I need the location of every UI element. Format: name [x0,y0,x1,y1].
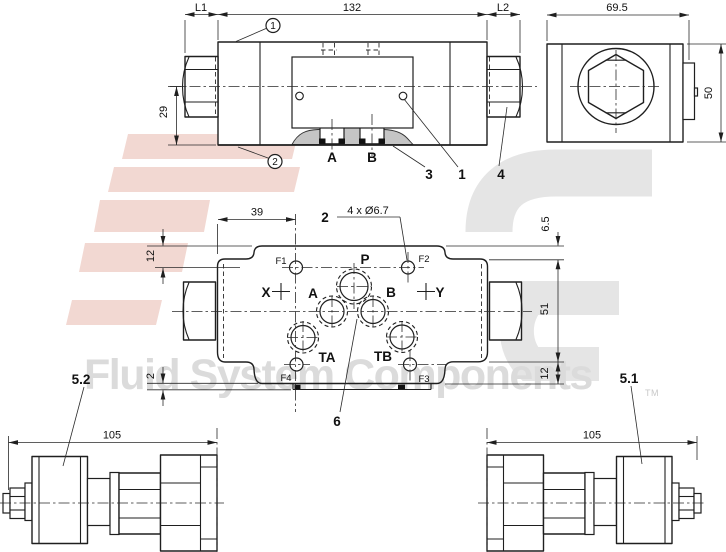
hidden-plug-lines [321,43,381,57]
port-tb-label: TB [374,349,392,364]
dim-l2-text: L2 [497,2,509,14]
front-dim-extensions [168,20,521,146]
logo-letter-s [465,149,652,234]
balloon-2 [267,153,283,170]
port-y-label: Y [435,285,444,300]
face-view: 39 12 2 6.5 51 12 4 x Ø6.7 2 6 P A B TA … [145,205,564,429]
side-tab-pin [693,87,699,97]
face-left-nut [182,281,217,341]
dim-105-left-text: 105 [103,430,121,442]
logo-stripe [66,300,162,325]
seal-mark [338,138,345,144]
dim-12-top-text: 12 [145,250,157,262]
svg-text:2: 2 [272,157,278,168]
adjuster-left: 105 5.2 [0,372,224,552]
logo-stripe [94,200,210,232]
dim-12-bottom-text: 12 [539,367,551,379]
port-b-label: B [386,285,396,300]
face-centerlines [172,214,532,412]
port-x-label: X [261,285,270,300]
nameplate-hole [398,91,408,101]
gasket-plate [292,383,432,391]
adjust-knob [615,455,673,545]
adjust-knob [31,455,89,545]
hole-f2-label: F2 [418,254,429,265]
callout-3: 3 [425,167,433,182]
dim-132-text: 132 [343,2,361,14]
seal-mark [359,138,366,144]
valve-end-hex [159,454,218,552]
port-p-label: P [360,252,369,267]
holes-note: 4 x Ø6.7 [347,205,389,217]
watermark-text: Fluid System Components [84,351,592,399]
dim-105-right-text: 105 [583,430,601,442]
seal-mark [319,138,326,144]
dim-39-text: 39 [251,207,263,219]
dim-6-5-text: 6.5 [540,216,552,231]
hole-f1-label: F1 [275,256,286,267]
side-tab [682,62,696,121]
callout-2: 2 [321,210,329,225]
nameplate [291,56,414,129]
front-view: L1 132 L2 29 1 2 A B 3 1 4 [158,2,537,182]
dim-50-text: 50 [703,87,715,99]
watermark-tm: TM [645,388,659,398]
xy-crosses [272,283,435,300]
dim-l1-text: L1 [195,2,207,14]
balloon-1 [265,17,281,34]
port-a-label: A [308,286,318,301]
dim-51-text: 51 [539,303,551,315]
nameplate-hole [295,91,304,101]
dim-69-5-text: 69.5 [606,2,627,14]
lock-nut [118,472,162,535]
callout-5-2: 5.2 [72,372,91,387]
callout-4: 4 [497,167,505,182]
callout-1: 1 [458,167,466,182]
front-port-b-label: B [367,150,377,165]
adjuster-right: 105 5.1 [478,371,706,552]
hole-f3-label: F3 [418,374,429,385]
seal-mark [378,138,385,144]
end-view: 69.5 50 [546,2,726,143]
hole-f4-label: F4 [280,373,291,384]
logo-stripe [108,167,300,192]
front-port-a-label: A [327,150,337,165]
valve-body-end [546,43,684,143]
dim-29-text: 29 [158,106,170,118]
sandwich-plate-outline [216,245,489,385]
callout-5-1: 5.1 [620,371,639,386]
callout-6: 6 [333,414,341,429]
lock-nut [542,472,586,535]
port-ta-label: TA [319,350,336,365]
face-dim-extensions [147,224,564,391]
valve-end-hex [486,454,545,552]
svg-text:1: 1 [270,21,276,32]
logo-stripe [79,243,188,272]
face-right-nut [488,281,523,341]
dim-2-text: 2 [145,373,157,379]
